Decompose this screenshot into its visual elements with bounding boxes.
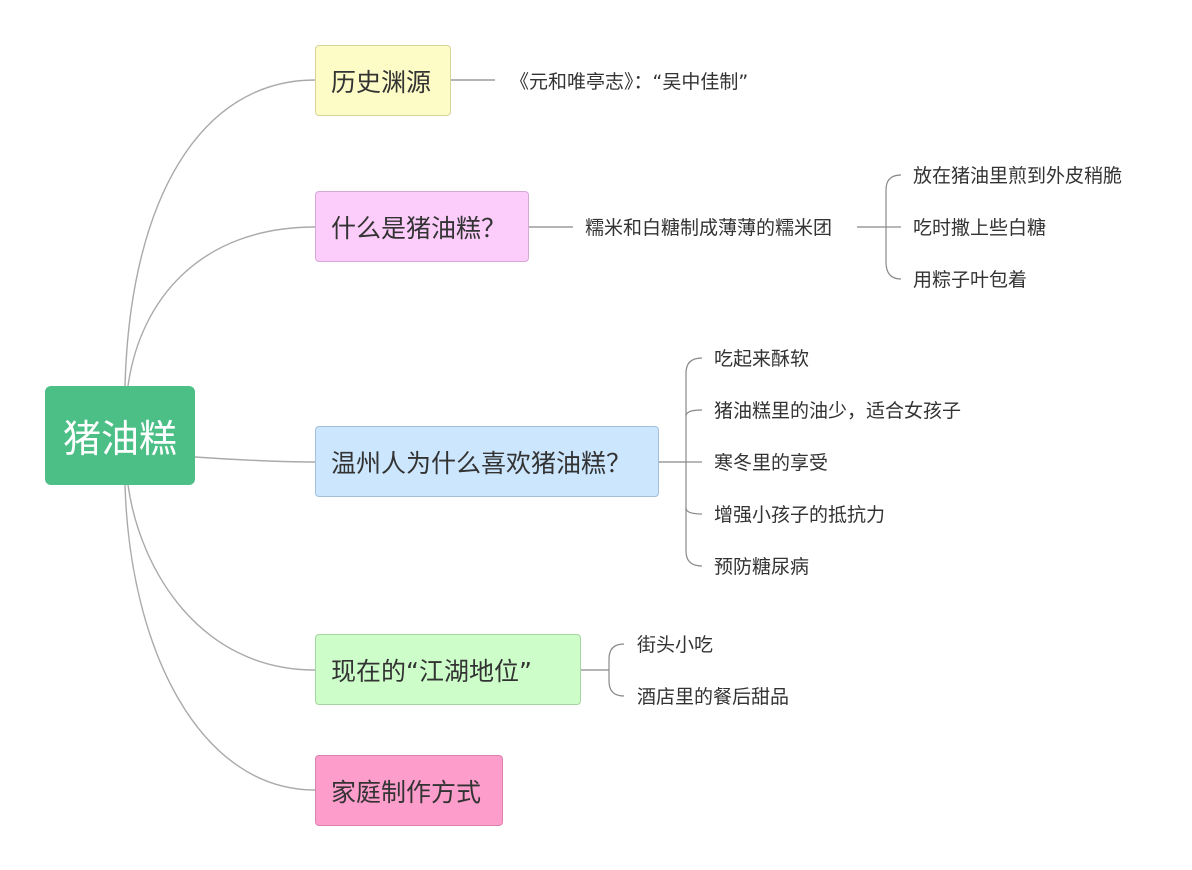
- leaf-what-leaf-wrap[interactable]: 用粽子叶包着: [913, 269, 1028, 291]
- bracket-status: [608, 643, 625, 697]
- leaf-why-immunity[interactable]: 增强小孩子的抵抗力: [714, 504, 886, 526]
- leaf-why-soft[interactable]: 吃起来酥软: [714, 348, 810, 370]
- branch-history[interactable]: 历史渊源: [315, 45, 451, 116]
- link-root-history: [124, 79, 316, 387]
- leaf-why-diabetes[interactable]: 预防糖尿病: [714, 556, 810, 578]
- tick-why-2: [685, 409, 703, 417]
- leaf-what-sugar[interactable]: 吃时撒上些白糖: [913, 217, 1047, 239]
- branch-why-like[interactable]: 温州人为什么喜欢猪油糕？: [315, 426, 659, 497]
- leaf-what-fry[interactable]: 放在猪油里煎到外皮稍脆: [913, 165, 1123, 187]
- tick-why-4: [685, 507, 703, 515]
- leaf-why-winter[interactable]: 寒冬里的享受: [714, 452, 829, 474]
- leaf-why-less-oil[interactable]: 猪油糕里的油少，适合女孩子: [714, 400, 962, 422]
- leaf-history-source[interactable]: 《元和唯亭志》：“吴中佳制”: [510, 71, 749, 93]
- link-root-why: [194, 456, 316, 463]
- branch-home-making[interactable]: 家庭制作方式: [315, 755, 503, 826]
- leaf-status-street[interactable]: 街头小吃: [637, 634, 714, 656]
- leaf-what-description[interactable]: 糯米和白糖制成薄薄的糯米团: [585, 217, 833, 239]
- root-node[interactable]: 猪油糕: [45, 386, 195, 485]
- link-root-what: [127, 226, 316, 387]
- bracket-what-sub: [885, 174, 902, 280]
- branch-what-is[interactable]: 什么是猪油糕？: [315, 191, 529, 262]
- leaf-status-dessert[interactable]: 酒店里的餐后甜品: [637, 686, 790, 708]
- link-root-home: [124, 484, 316, 791]
- link-root-status: [127, 484, 316, 671]
- branch-status[interactable]: 现在的“江湖地位”: [315, 634, 581, 705]
